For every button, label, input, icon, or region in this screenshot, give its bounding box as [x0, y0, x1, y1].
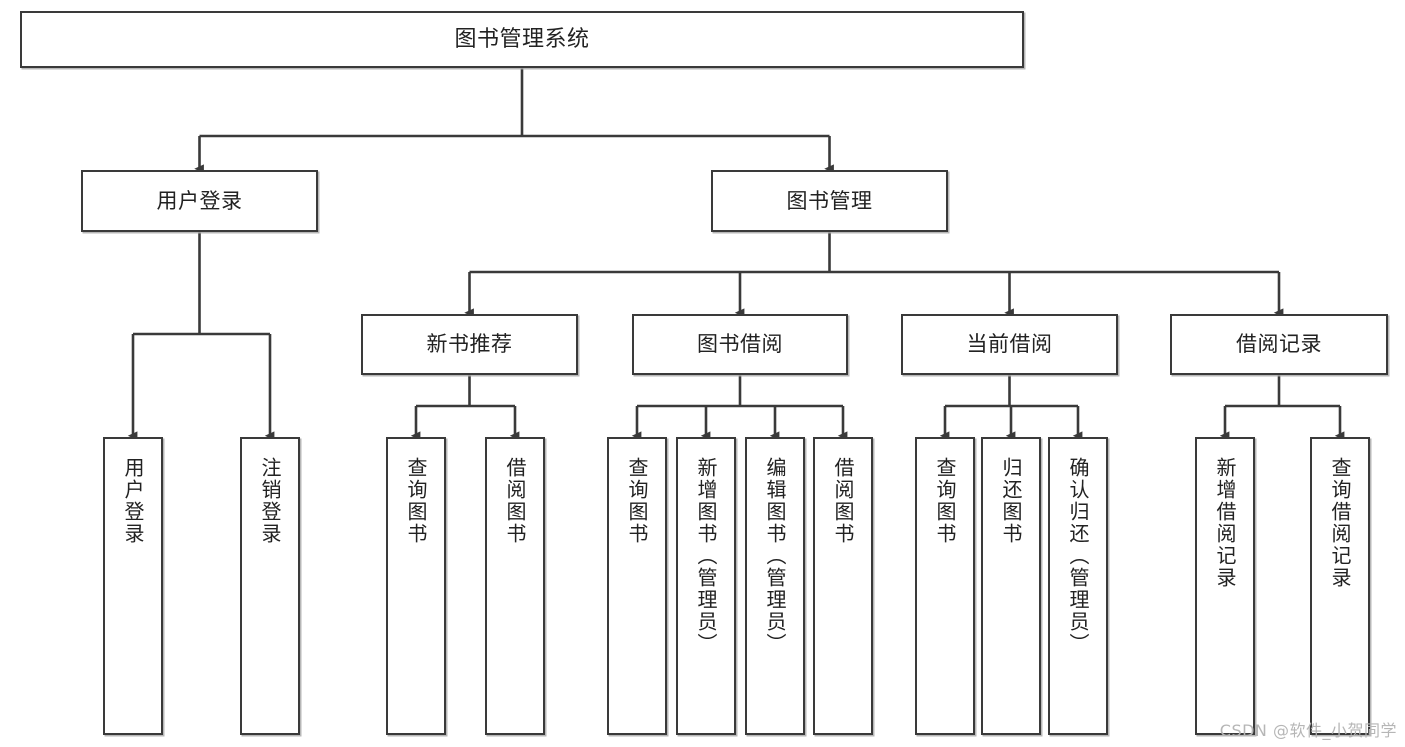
node-label: 归还图书	[999, 457, 1023, 545]
node-leaf-query-book-2[interactable]: 查询图书	[607, 437, 667, 735]
node-label: 查询图书	[404, 457, 428, 545]
node-leaf-query-borrow-record[interactable]: 查询借阅记录	[1310, 437, 1370, 735]
node-root-system[interactable]: 图书管理系统	[20, 11, 1024, 68]
node-label: 查询图书	[625, 457, 649, 545]
node-leaf-user-login[interactable]: 用户登录	[103, 437, 163, 735]
node-label: 注销登录	[258, 457, 282, 545]
node-leaf-query-book-3[interactable]: 查询图书	[915, 437, 975, 735]
node-leaf-borrow-book-1[interactable]: 借阅图书	[485, 437, 545, 735]
node-book-management[interactable]: 图书管理	[711, 170, 948, 232]
node-label: 用户登录	[121, 457, 145, 545]
node-label: 确认归还（管理员）	[1066, 457, 1090, 655]
csdn-watermark: CSDN @软件_小贺同学	[1219, 721, 1397, 740]
node-leaf-add-borrow-record[interactable]: 新增借阅记录	[1195, 437, 1255, 735]
node-label: 查询借阅记录	[1328, 457, 1352, 589]
node-label: 用户登录	[156, 188, 243, 213]
node-leaf-user-logout[interactable]: 注销登录	[240, 437, 300, 735]
node-leaf-borrow-book-2[interactable]: 借阅图书	[813, 437, 873, 735]
node-label: 图书管理系统	[454, 26, 590, 52]
node-borrow-record[interactable]: 借阅记录	[1170, 314, 1388, 375]
node-leaf-edit-book[interactable]: 编辑图书（管理员）	[745, 437, 805, 735]
node-label: 新书推荐	[426, 332, 513, 357]
node-label: 借阅记录	[1236, 332, 1322, 357]
node-leaf-confirm-return[interactable]: 确认归还（管理员）	[1048, 437, 1108, 735]
node-label: 图书管理	[786, 188, 873, 213]
node-leaf-query-book-1[interactable]: 查询图书	[386, 437, 446, 735]
node-label: 查询图书	[933, 457, 957, 545]
node-user-login[interactable]: 用户登录	[81, 170, 318, 232]
node-label: 新增图书（管理员）	[694, 457, 718, 655]
node-new-book-recommend[interactable]: 新书推荐	[361, 314, 578, 375]
node-label: 图书借阅	[697, 332, 783, 357]
node-label: 新增借阅记录	[1213, 457, 1237, 589]
node-book-borrow[interactable]: 图书借阅	[632, 314, 848, 375]
node-leaf-add-book[interactable]: 新增图书（管理员）	[676, 437, 736, 735]
node-label: 借阅图书	[831, 457, 855, 545]
node-leaf-return-book[interactable]: 归还图书	[981, 437, 1041, 735]
node-label: 当前借阅	[966, 332, 1053, 357]
node-label: 借阅图书	[503, 457, 527, 545]
node-label: 编辑图书（管理员）	[763, 457, 787, 655]
node-current-borrow[interactable]: 当前借阅	[901, 314, 1118, 375]
